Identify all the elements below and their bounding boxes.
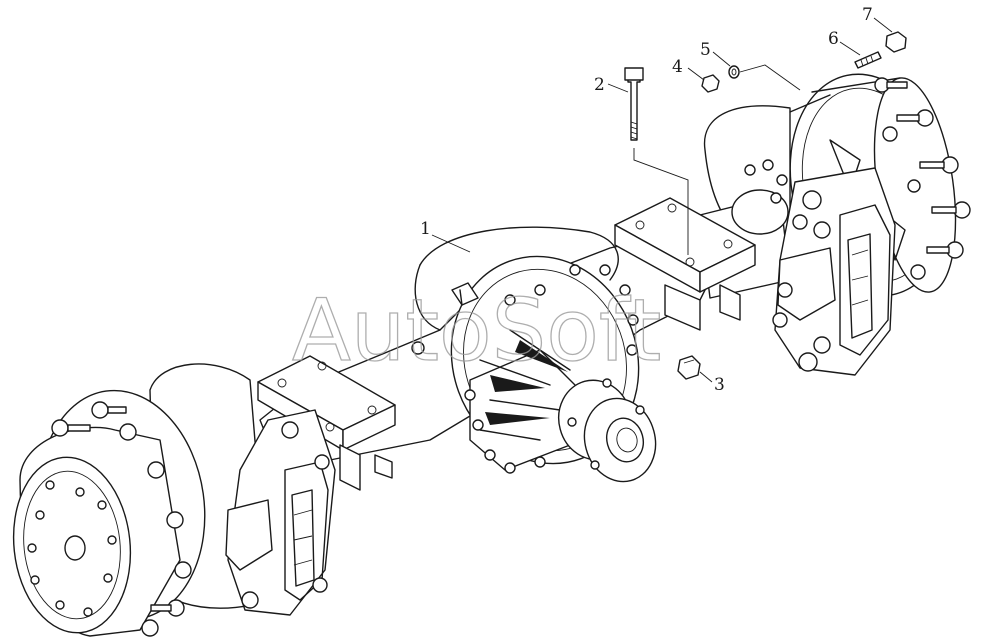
callout-6: 6 bbox=[828, 29, 839, 49]
left-hub-bolts bbox=[51, 401, 192, 637]
washer-5 bbox=[728, 65, 740, 79]
callout-3: 3 bbox=[714, 375, 725, 395]
right-hub-bolts bbox=[874, 77, 971, 280]
carrier-bolts bbox=[464, 264, 639, 474]
stud-6 bbox=[854, 51, 882, 69]
nut-3 bbox=[677, 355, 701, 380]
breather-plug bbox=[411, 282, 479, 355]
assembly-lines bbox=[633, 64, 801, 255]
nut-7 bbox=[885, 31, 907, 53]
callout-labels: 1 2 3 4 5 6 7 bbox=[420, 5, 873, 395]
watermark: AutoSoft bbox=[292, 281, 661, 381]
left-brake-caliper bbox=[225, 409, 336, 616]
callout-1: 1 bbox=[420, 219, 431, 239]
nut-4 bbox=[701, 74, 720, 93]
callout-5: 5 bbox=[700, 40, 711, 60]
right-brake-caliper bbox=[744, 159, 896, 376]
callout-4: 4 bbox=[672, 57, 683, 77]
callout-7: 7 bbox=[862, 5, 873, 25]
right-spring-pad bbox=[614, 197, 756, 331]
hub-face-holes bbox=[27, 480, 117, 617]
left-wheel-hub bbox=[12, 401, 192, 637]
differential-carrier bbox=[411, 255, 657, 483]
u-bolt bbox=[624, 67, 644, 141]
pinion-flange bbox=[558, 378, 657, 483]
callout-2: 2 bbox=[594, 75, 605, 95]
callout-leaders bbox=[431, 17, 893, 383]
